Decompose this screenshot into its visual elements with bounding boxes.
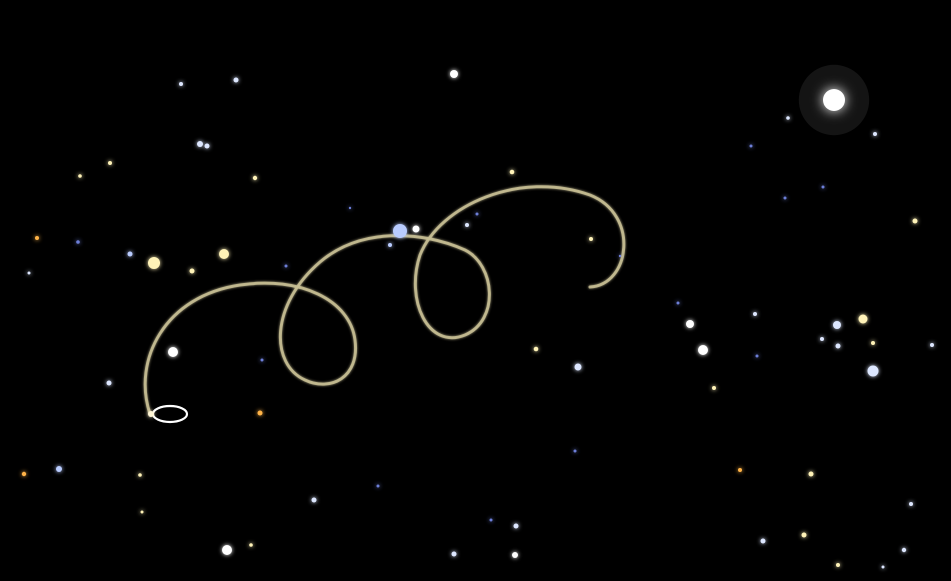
star (189, 268, 195, 274)
star-layer (21, 64, 934, 569)
star (348, 206, 352, 210)
star (835, 343, 841, 349)
star (930, 343, 934, 347)
star (127, 251, 133, 257)
star (867, 365, 879, 377)
star (388, 243, 392, 247)
star (858, 314, 868, 324)
star (820, 337, 824, 341)
orbiting-star (148, 411, 154, 417)
star (311, 497, 317, 503)
star (801, 532, 807, 538)
star (909, 502, 913, 506)
star (871, 341, 875, 345)
star (35, 236, 39, 240)
star (489, 518, 493, 522)
star (573, 449, 577, 453)
star (450, 70, 458, 78)
star (260, 358, 264, 362)
star (618, 254, 622, 258)
star (249, 543, 253, 547)
star (465, 223, 469, 227)
star (108, 161, 112, 165)
star (56, 466, 62, 472)
star (393, 224, 407, 238)
star (412, 225, 420, 233)
star (533, 346, 539, 352)
bright-star (823, 89, 845, 111)
star (257, 410, 263, 416)
star (138, 473, 142, 477)
star (786, 116, 790, 120)
star (783, 196, 787, 200)
star (589, 237, 593, 241)
star (148, 257, 160, 269)
star (27, 271, 31, 275)
star (140, 510, 144, 514)
star (753, 312, 757, 316)
star (873, 132, 877, 136)
star (574, 363, 582, 371)
star (755, 354, 759, 358)
star (76, 240, 80, 244)
star (197, 141, 203, 147)
star (881, 565, 885, 569)
star (686, 320, 694, 328)
star (106, 380, 112, 386)
star (749, 144, 753, 148)
star (233, 77, 239, 83)
star (512, 552, 518, 558)
star (833, 321, 841, 329)
star (284, 264, 288, 268)
star (676, 301, 680, 305)
star (204, 143, 210, 149)
star (509, 169, 515, 175)
star (78, 174, 82, 178)
star (912, 218, 918, 224)
star (836, 563, 840, 567)
star (821, 185, 825, 189)
star (698, 345, 708, 355)
star (475, 212, 479, 216)
star (222, 545, 232, 555)
star (513, 523, 519, 529)
star (712, 386, 716, 390)
star (760, 538, 766, 544)
star (21, 471, 27, 477)
star (451, 551, 457, 557)
star (219, 249, 229, 259)
star (168, 347, 178, 357)
star (179, 82, 183, 86)
star (901, 547, 907, 553)
star (738, 468, 742, 472)
star (252, 175, 258, 181)
star (808, 471, 814, 477)
star (376, 484, 380, 488)
